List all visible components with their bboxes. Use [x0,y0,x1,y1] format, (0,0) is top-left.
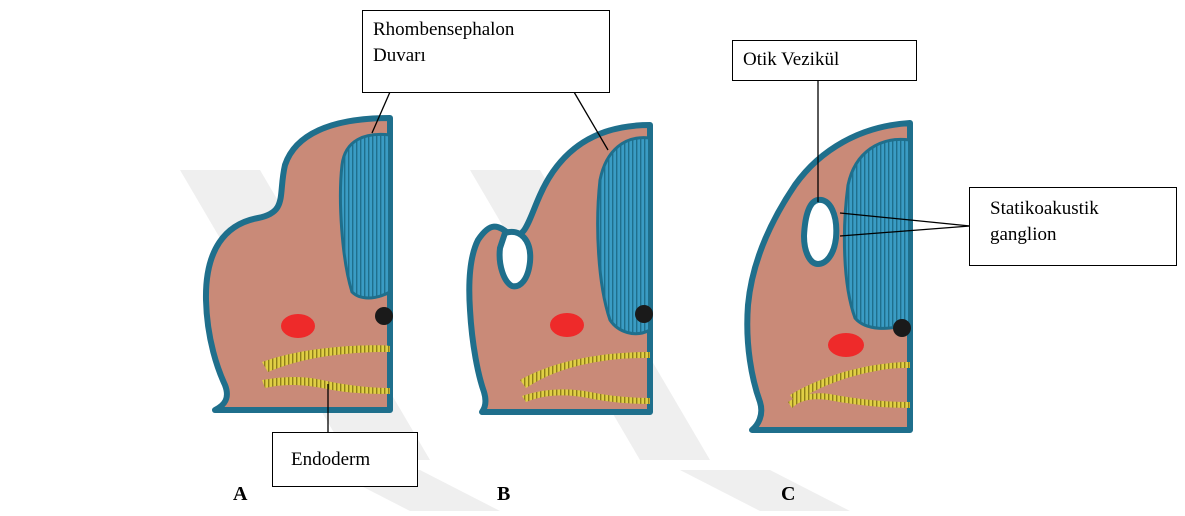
panel-c-section [747,123,911,430]
panel-c-notochord [893,319,911,337]
panel-a-blood-vessel [281,314,315,338]
otic-vesicle-label-text: Otik Vezikül [743,47,906,73]
panel-a-notochord [375,307,393,325]
endoderm-label: Endoderm [272,432,418,487]
statoacoustic-label-line1: Statikoakustik [990,196,1166,222]
panel-a-neural-wall [340,134,390,298]
endoderm-label-text: Endoderm [291,447,407,473]
panel-label-c: C [781,483,795,506]
statoacoustic-ganglion-label: Statikoakustik ganglion [969,187,1177,266]
otic-vesicle-label: Otik Vezikül [732,40,917,81]
panel-label-a: A [233,483,247,506]
panel-b-blood-vessel [550,313,584,337]
rhombencephalon-label-line1: Rhombensephalon [373,17,599,43]
rhombencephalon-wall-label: Rhombensephalon Duvarı [362,10,610,93]
panel-b-section [469,125,653,412]
panel-c-blood-vessel [828,333,864,357]
statoacoustic-label-line2: ganglion [990,222,1166,248]
panel-b-notochord [635,305,653,323]
panel-a-section [206,118,393,410]
panel-b-neural-wall [598,138,650,334]
panel-label-b: B [497,483,510,506]
panel-c-neural-wall [844,139,910,328]
rhombencephalon-label-line2: Duvarı [373,43,599,69]
panel-c-otic-vesicle [804,200,836,264]
panel-b-otic-pit [500,232,531,286]
